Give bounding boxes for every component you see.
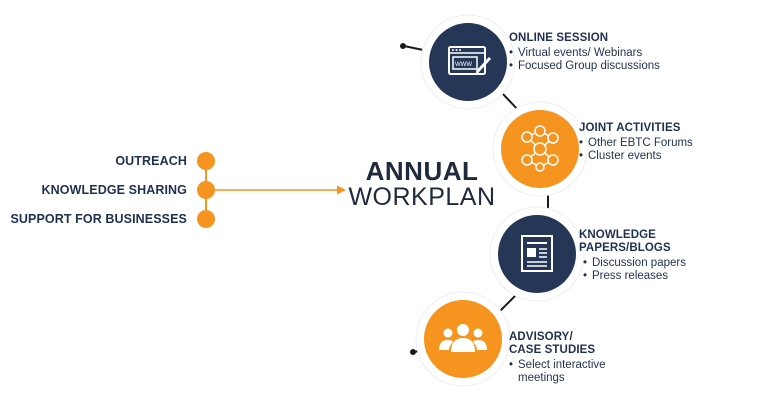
joint-activities-circle: [492, 101, 588, 197]
advisory-text: ADVISORY/ CASE STUDIES Select interactiv…: [509, 331, 606, 385]
arrow-head-icon: [337, 185, 346, 195]
joint-activities-bullet: Other EBTC Forums: [579, 137, 693, 150]
joint-activities-bullet: Cluster events: [579, 150, 693, 163]
joint-activities-heading: JOINT ACTIVITIES: [579, 122, 681, 134]
advisory-circle: [415, 291, 511, 387]
bottom-lead-dot: [410, 349, 416, 355]
support-dot: [197, 210, 215, 228]
title-workplan: WORKPLAN: [348, 183, 496, 211]
top-lead-dot: [400, 43, 406, 49]
browser-edit-icon: WWW: [448, 46, 492, 75]
knowledge-sharing-dot: [197, 181, 215, 199]
knowledge-papers-heading-line2: PAPERS/BLOGS: [579, 242, 671, 254]
knowledge-papers-text: KNOWLEDGE PAPERS/BLOGS Discussion papers…: [579, 229, 686, 283]
title-annual: ANNUAL: [365, 156, 479, 186]
online-session-text: ONLINE SESSION Virtual events/ Webinars …: [509, 32, 660, 73]
knowledge-papers-heading-line1: KNOWLEDGE: [579, 229, 656, 241]
online-session-circle: WWW: [420, 14, 516, 110]
knowledge-papers-circle: [489, 206, 585, 302]
label-knowledge-sharing: KNOWLEDGE SHARING: [41, 183, 187, 197]
network-icon: [521, 125, 559, 172]
advisory-bullet-line1: Select interactive: [518, 359, 606, 371]
svg-text:WWW: WWW: [455, 62, 472, 68]
knowledge-papers-bullet: Press releases: [583, 270, 686, 283]
online-session-heading: ONLINE SESSION: [509, 32, 609, 44]
online-session-bullet: Focused Group discussions: [509, 60, 660, 73]
outreach-dot: [197, 152, 215, 170]
connector-3-4: [499, 293, 518, 312]
advisory-heading-line2: CASE STUDIES: [509, 344, 596, 356]
people-group-icon: [439, 324, 487, 352]
label-outreach: OUTREACH: [115, 154, 187, 168]
advisory-heading-line1: ADVISORY/: [509, 331, 573, 343]
newspaper-icon: [521, 235, 553, 272]
label-support-for-businesses: SUPPORT FOR BUSINESSES: [10, 212, 187, 226]
knowledge-papers-bullet: Discussion papers: [583, 257, 686, 270]
joint-activities-text: JOINT ACTIVITIES Other EBTC Forums Clust…: [579, 122, 693, 163]
online-session-bullet: Virtual events/ Webinars: [509, 47, 660, 60]
advisory-bullet-line2: meetings: [518, 372, 565, 384]
